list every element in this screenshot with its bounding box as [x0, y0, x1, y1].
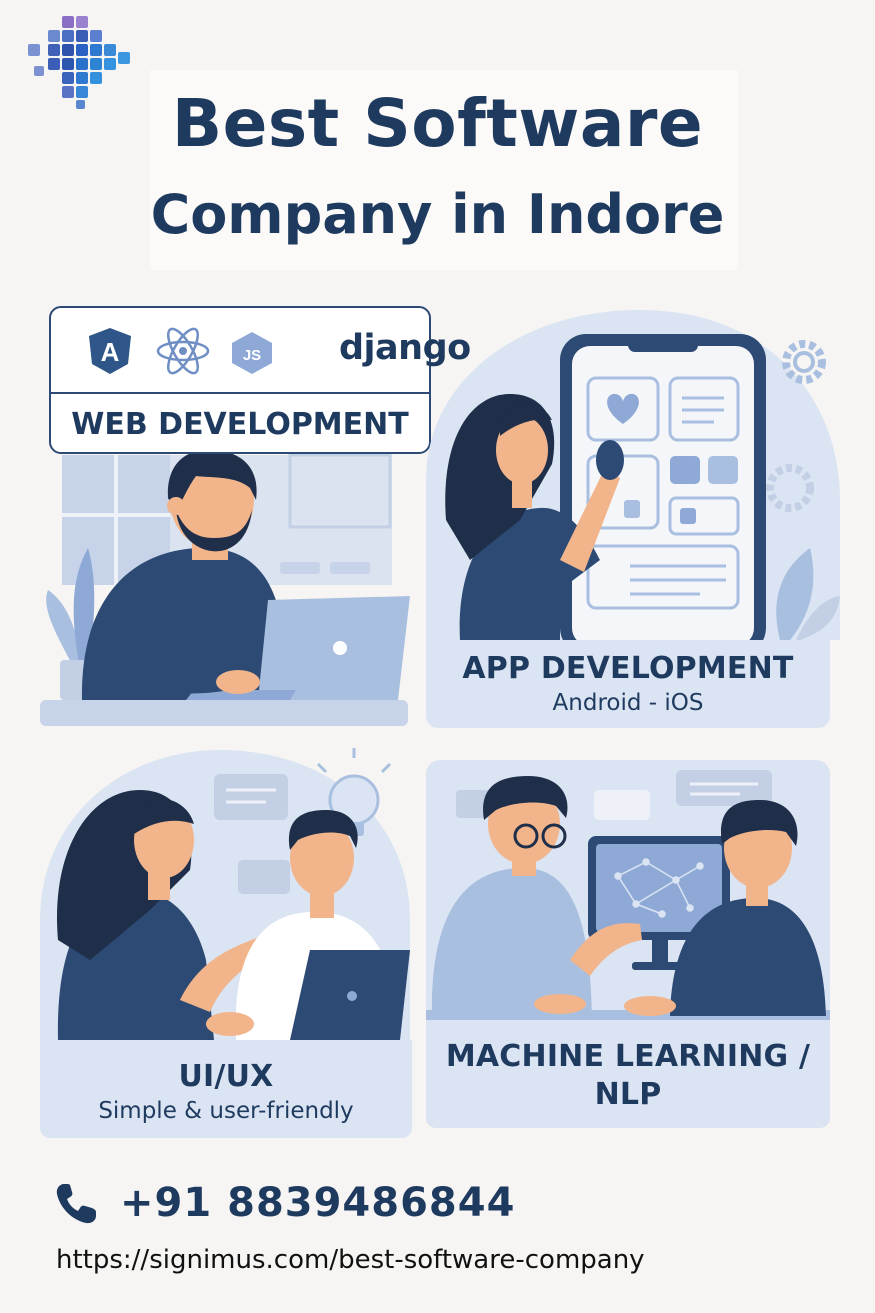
- chat-bubble-icon: [214, 774, 288, 820]
- chat-bubble-icon: [676, 770, 772, 806]
- uiux-tagline: Simple & user-friendly: [98, 1098, 354, 1124]
- chat-bubble-icon: [594, 790, 650, 820]
- svg-text:A: A: [101, 337, 120, 367]
- page-subtitle: Company in Indore: [150, 183, 725, 246]
- chat-bubble-icon: [238, 860, 290, 894]
- javascript-icon: JS: [232, 332, 272, 374]
- react-icon: [156, 327, 210, 375]
- svg-text:JS: JS: [243, 347, 261, 364]
- heart-icon: [607, 393, 639, 424]
- lightbulb-icon: [316, 748, 392, 836]
- angular-icon: A: [89, 328, 131, 374]
- app-development-platforms: Android - iOS: [552, 690, 704, 716]
- machine-learning-label-line2: NLP: [594, 1077, 662, 1112]
- plant-icon: [46, 548, 128, 700]
- neural-network-icon: [614, 858, 704, 918]
- divider: [51, 392, 429, 394]
- page-title: Best Software: [171, 85, 704, 162]
- web-development-card: A JS django WEB DEVELOPMENT: [49, 306, 471, 454]
- phone-icon: [56, 1184, 96, 1224]
- phone-number[interactable]: +91 8839486844: [120, 1180, 516, 1226]
- uiux-label: UI/UX: [178, 1059, 274, 1094]
- company-logo: [28, 16, 130, 109]
- pixel-cross-logo-icon: [28, 16, 130, 109]
- app-development-label: APP DEVELOPMENT: [462, 651, 794, 686]
- gear-icon: [766, 464, 814, 512]
- chat-bubble-icon: [456, 790, 500, 818]
- django-icon: django: [339, 328, 471, 368]
- gear-icon: [782, 340, 826, 384]
- title-panel: [150, 70, 738, 270]
- website-link[interactable]: https://signimus.com/best-software-compa…: [56, 1245, 645, 1275]
- machine-learning-label-line1: MACHINE LEARNING /: [445, 1039, 811, 1074]
- uiux-card: UI/UX Simple & user-friendly: [40, 1040, 412, 1138]
- machine-learning-card: MACHINE LEARNING / NLP: [426, 1020, 830, 1128]
- web-development-label: WEB DEVELOPMENT: [71, 407, 409, 442]
- app-development-card: APP DEVELOPMENT Android - iOS: [426, 640, 830, 728]
